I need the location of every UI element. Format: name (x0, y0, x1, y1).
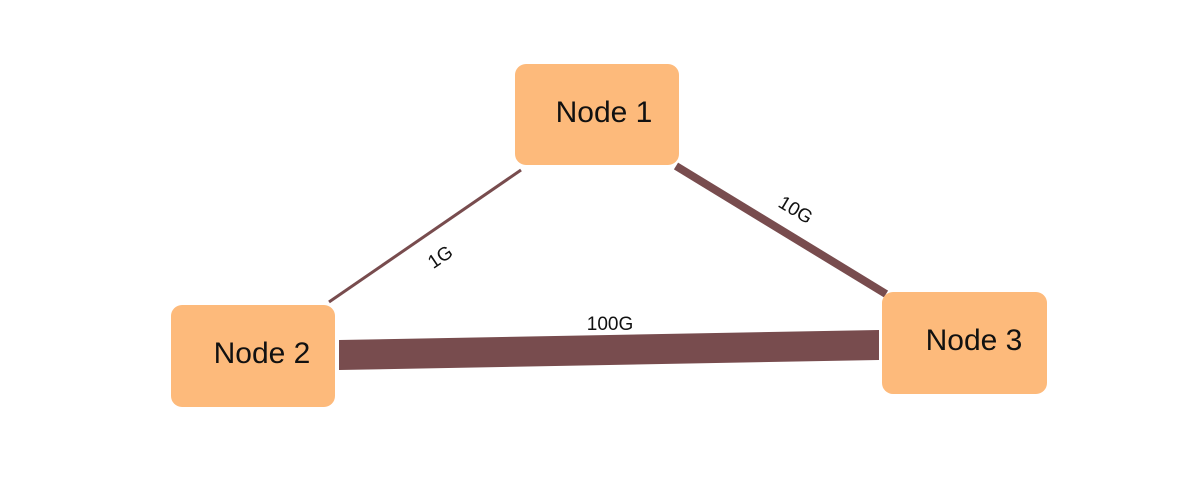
edge-label-10g: 10G (774, 192, 816, 229)
edge-label-100g: 100G (587, 314, 633, 335)
node-2-box[interactable] (171, 305, 335, 407)
edge-node-1-node-2[interactable] (328, 168, 522, 304)
node-1-box[interactable] (515, 64, 679, 165)
node-1-label: Node 1 (556, 96, 653, 129)
edge-node-1-node-3[interactable] (673, 162, 889, 298)
edges: 1G 10G 100G (328, 162, 889, 370)
node-3-box[interactable] (882, 292, 1047, 394)
node-2-label: Node 2 (214, 337, 311, 370)
edge-node-2-node-3[interactable] (339, 330, 879, 370)
node-3[interactable]: Node 3 (882, 292, 1047, 394)
nodes: Node 1 Node 2 Node 3 (171, 64, 1047, 407)
edge-label-1g: 1G (424, 242, 457, 274)
node-2[interactable]: Node 2 (171, 305, 335, 407)
node-1[interactable]: Node 1 (515, 64, 679, 165)
node-3-label: Node 3 (926, 324, 1023, 357)
